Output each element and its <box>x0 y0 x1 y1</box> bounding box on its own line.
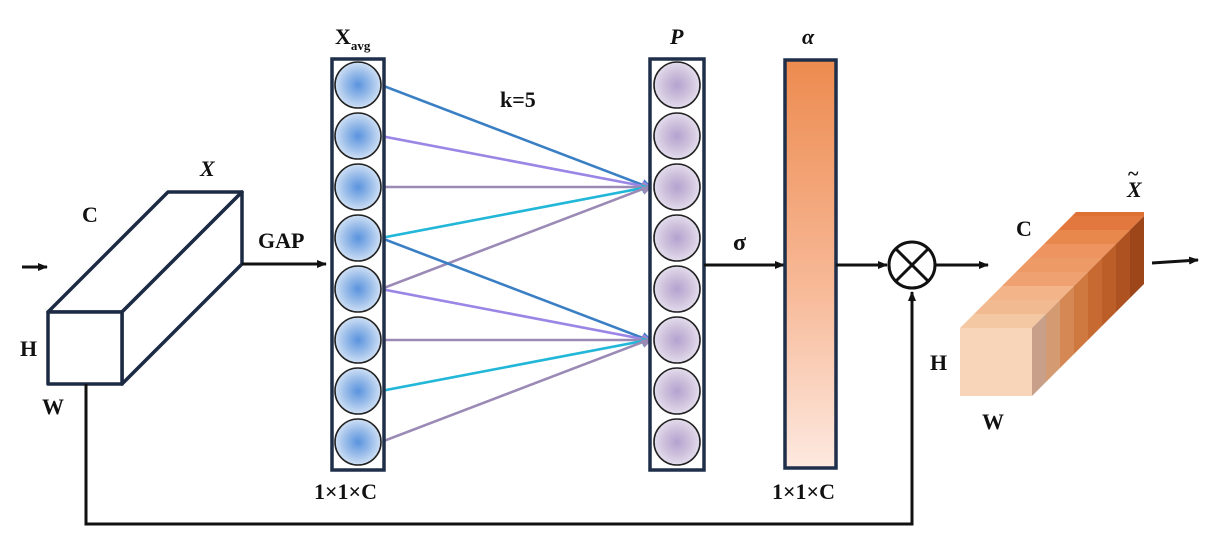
output-h-label: H <box>930 350 947 375</box>
alpha-dim-label: 1×1×C <box>772 479 835 504</box>
x-avg-node <box>334 112 382 160</box>
input-w-label: W <box>42 394 64 419</box>
x-avg-node <box>334 316 382 364</box>
gap-label: GAP <box>258 228 304 253</box>
p-node <box>653 214 701 262</box>
p-label: P <box>669 24 684 49</box>
kernel-size-label: k=5 <box>500 87 536 112</box>
p-node <box>653 61 701 109</box>
p-node <box>653 112 701 160</box>
connection-line <box>380 83 649 189</box>
sigma-label: σ <box>733 230 746 256</box>
multiply-operator <box>887 240 937 290</box>
connection-line <box>380 185 649 240</box>
p-nodes <box>653 61 701 466</box>
x-avg-node <box>334 265 382 313</box>
connection-line <box>380 236 649 342</box>
x-avg-node <box>334 367 382 415</box>
output-w-label: W <box>982 409 1004 434</box>
connection-line <box>380 287 649 342</box>
residual-path <box>84 291 916 526</box>
p-node <box>653 265 701 313</box>
output-arrow <box>1151 256 1199 265</box>
connection-line <box>380 134 649 189</box>
input-c-label: C <box>82 202 98 227</box>
x-avg-node <box>334 163 382 211</box>
input-tensor-box <box>46 190 244 386</box>
connection-line <box>380 338 649 444</box>
connection-line <box>380 338 649 393</box>
x-avg-nodes <box>334 61 382 466</box>
x-avg-node <box>334 418 382 466</box>
p-node <box>653 163 701 211</box>
x-avg-dim-label: 1×1×C <box>314 479 377 504</box>
conv1d-connections <box>380 83 652 444</box>
output-tensor-label: X <box>1126 177 1143 202</box>
x-avg-label: Xavg <box>335 24 371 53</box>
input-h-label: H <box>20 336 37 361</box>
p-node <box>653 367 701 415</box>
input-tensor-label: X <box>199 156 216 181</box>
x-avg-node <box>334 214 382 262</box>
output-tilde-mark: ~ <box>1128 163 1139 185</box>
alpha-bar <box>783 58 838 470</box>
p-node <box>653 418 701 466</box>
x-avg-node <box>334 61 382 109</box>
output-tensor-box <box>960 212 1144 396</box>
connection-line <box>380 185 649 291</box>
alpha-label: α <box>802 24 815 49</box>
p-node <box>653 316 701 364</box>
output-c-label: C <box>1016 216 1032 241</box>
